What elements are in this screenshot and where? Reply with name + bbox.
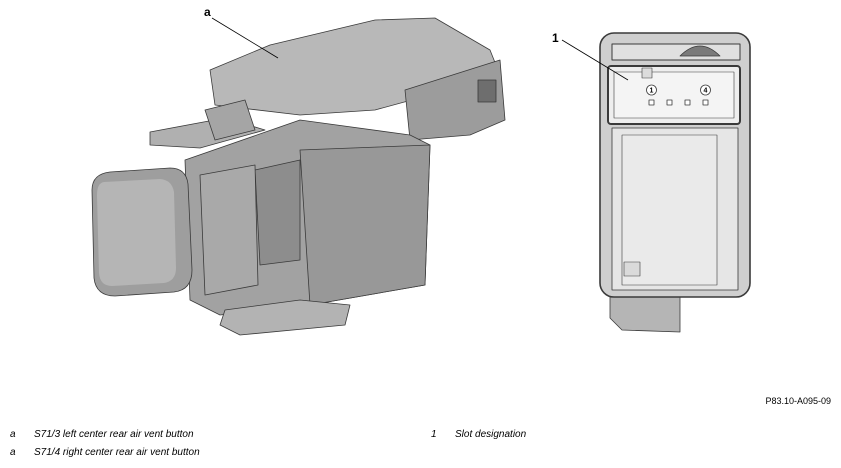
housing-rib <box>204 99 256 141</box>
pin-3 <box>684 99 691 106</box>
connector-inner-slot <box>623 261 641 277</box>
push-button-face <box>97 179 176 286</box>
housing-front-face <box>299 144 431 306</box>
pin-number-1-circle <box>646 84 657 96</box>
callout-1-leader <box>561 39 629 81</box>
legend-text: S71/3 left center rear air vent button <box>34 429 194 440</box>
legend-key: 1 <box>431 429 437 440</box>
housing-side-panel <box>199 164 259 296</box>
legend-key: a <box>10 429 16 440</box>
pin-cavity-key <box>641 67 653 79</box>
legend-item-slot-designation: 1 Slot designation <box>431 429 526 440</box>
pin-2 <box>666 99 673 106</box>
callout-a-leader <box>211 17 279 59</box>
connector-latch <box>611 43 741 61</box>
pin-1 <box>648 99 655 106</box>
connector-inner-panel <box>621 134 718 286</box>
connector-face-view <box>599 32 751 333</box>
air-vent-button-housing <box>91 17 506 336</box>
connector-latch-hook <box>679 45 721 57</box>
housing-bottom-foot <box>219 299 351 336</box>
connector-slot <box>477 79 497 103</box>
legend-item-s71-4: a S71/4 right center rear air vent button <box>10 447 200 458</box>
legend-text: Slot designation <box>455 429 527 440</box>
pin-cavity-inner <box>613 71 735 119</box>
pin-number-1: 1 <box>650 88 654 95</box>
housing-side-panel <box>254 159 301 266</box>
callout-1-label: 1 <box>552 31 559 45</box>
pin-number-4-circle <box>700 84 711 96</box>
pin-number-4: 4 <box>704 88 708 95</box>
callout-a-label: a <box>204 5 211 19</box>
legend-text: S71/4 right center rear air vent button <box>34 447 200 458</box>
technical-illustration: a 1 4 1 <box>91 5 751 336</box>
legend-item-s71-3: a S71/3 left center rear air vent button <box>10 429 194 440</box>
pin-4 <box>702 99 709 106</box>
figure-reference: P83.10-A095-09 <box>765 396 831 406</box>
legend-key: a <box>10 447 16 458</box>
